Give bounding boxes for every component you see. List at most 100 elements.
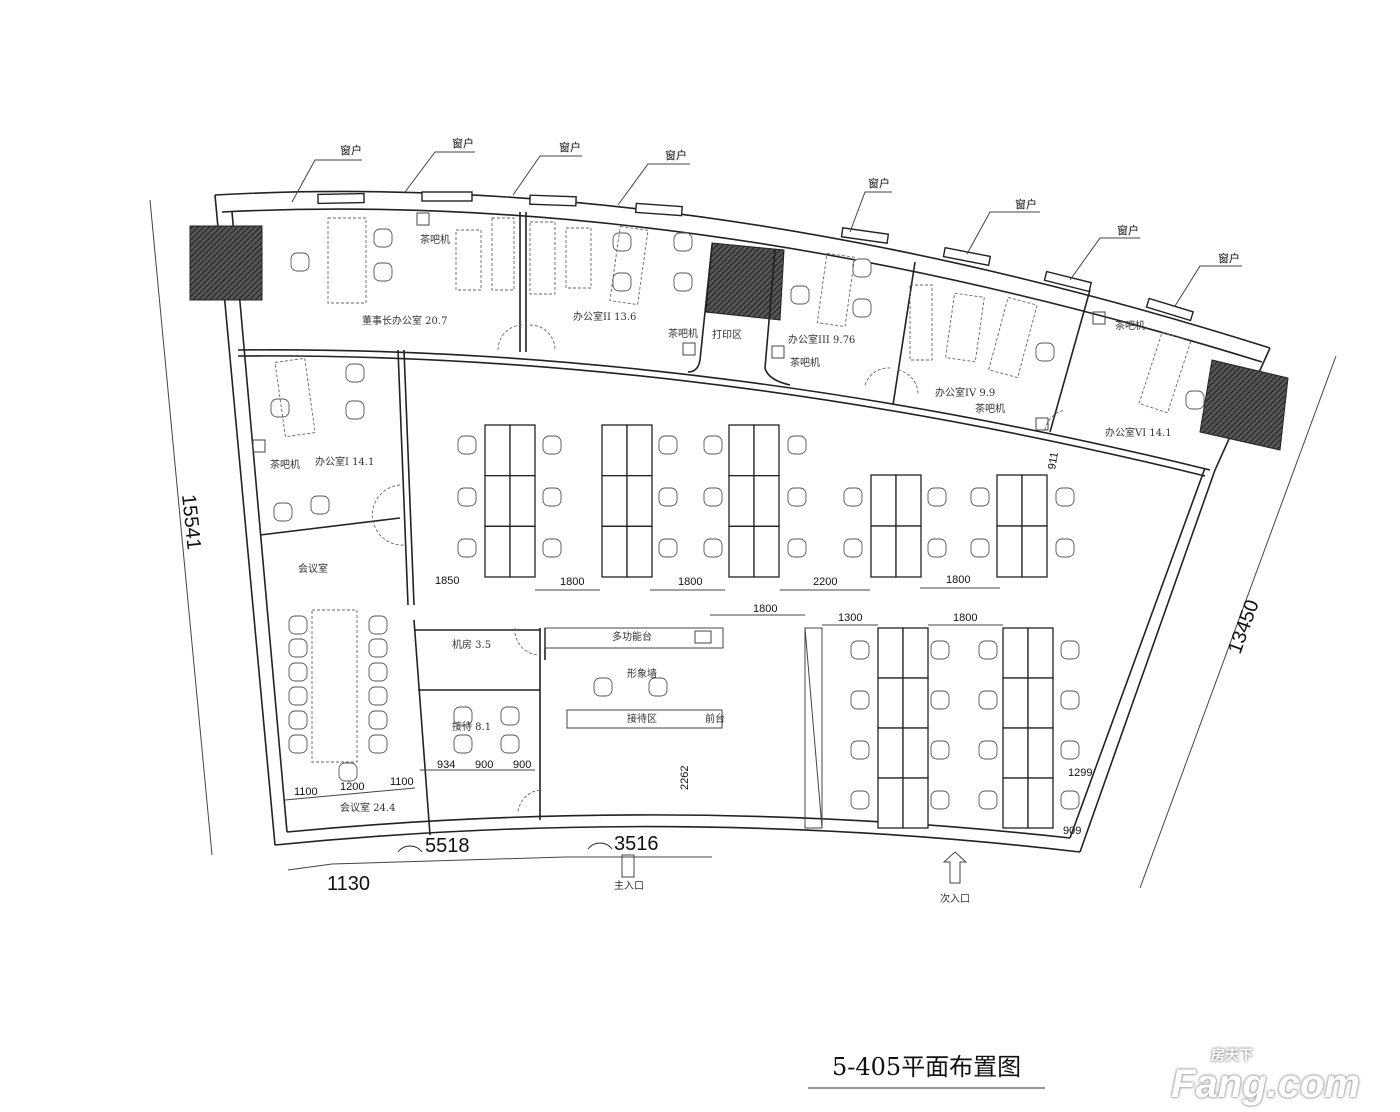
chair [927, 487, 947, 507]
tea-machine-labels: 茶吧机 茶吧机 茶吧机 茶吧机 茶吧机 茶吧机 [252, 212, 1145, 471]
chair [978, 690, 998, 710]
chair [373, 228, 393, 248]
tea-machine-label: 茶吧机 [1115, 319, 1145, 332]
chair [288, 662, 308, 682]
workstation-desk [1027, 677, 1054, 729]
tea-machine-label: 茶吧机 [668, 327, 698, 340]
workstation-desk [601, 424, 628, 477]
watermark-en: Fang.com [1171, 1062, 1360, 1106]
tea-machine-label: 茶吧机 [270, 458, 300, 471]
chair [270, 398, 290, 418]
workstation-desk [1027, 727, 1054, 779]
chair [978, 640, 998, 660]
workstation-desk [753, 525, 780, 578]
chair [930, 790, 950, 810]
dim-label: 1800 [946, 574, 970, 586]
chair [1060, 690, 1080, 710]
cabinet [455, 229, 482, 291]
chair [843, 538, 863, 558]
structural-columns [189, 225, 1289, 451]
chair [658, 538, 678, 558]
workstation-desk [996, 525, 1023, 578]
chair [290, 252, 310, 272]
chairman-desk [327, 217, 367, 304]
dim-label: 15541 [177, 493, 205, 551]
label-side-entrance: 次入口 [940, 892, 970, 905]
room-label-meeting: 会议室 24.4 [340, 801, 395, 814]
label-image-wall: 形象墙 [627, 667, 657, 680]
chair [930, 690, 950, 710]
workstation-desk [877, 677, 904, 729]
chair [288, 638, 308, 658]
chair [368, 734, 388, 754]
tea-machine-label: 茶吧机 [975, 402, 1005, 415]
chair [850, 690, 870, 710]
chair [648, 677, 668, 697]
room-label-meeting-top: 会议室 [298, 562, 328, 575]
desk [816, 252, 856, 328]
chair [288, 686, 308, 706]
room-label-office-3: 办公室III 9.76 [788, 333, 855, 346]
chair [542, 538, 562, 558]
chair [612, 232, 632, 252]
conference-table [311, 609, 358, 763]
dim-label: 1100 [390, 776, 414, 788]
window-label: 窗户 [559, 140, 581, 154]
chair [368, 615, 388, 635]
dim-label: 2262 [679, 766, 691, 790]
drawing-title: 5-405平面布置图 [832, 1053, 1021, 1081]
chair [843, 487, 863, 507]
workstation-desk [895, 474, 922, 527]
office-furniture [274, 217, 1192, 763]
dim-label: 2200 [813, 576, 837, 588]
chair [850, 790, 870, 810]
table [945, 292, 985, 363]
window-label: 窗户 [665, 148, 687, 162]
dim-label: 1850 [435, 575, 459, 587]
tea-machine-label: 茶吧机 [790, 356, 820, 369]
chair [453, 706, 473, 726]
window-label: 窗户 [340, 143, 362, 157]
chair [978, 790, 998, 810]
chair [790, 285, 810, 305]
window-label: 窗户 [1218, 251, 1240, 265]
desk [274, 357, 316, 438]
chair [850, 740, 870, 760]
chair [542, 487, 562, 507]
chair [345, 400, 365, 420]
watermark-logo: 房天下 Fang.com [1171, 1048, 1360, 1104]
chair [288, 710, 308, 730]
chair [457, 538, 477, 558]
chair [368, 710, 388, 730]
workstation-desk [902, 677, 929, 729]
chair [658, 487, 678, 507]
desk [1138, 331, 1192, 414]
workstation-desk [1002, 677, 1029, 729]
dim-label: 911 [1046, 451, 1061, 470]
workstation-desk [509, 424, 536, 477]
tea-machine-label: 茶吧机 [420, 233, 450, 246]
workstation-desk [1002, 777, 1029, 829]
chair [373, 262, 393, 282]
workstation-desk [626, 475, 653, 527]
workstation-desk [484, 424, 511, 477]
chair [1060, 790, 1080, 810]
workstation-desk [877, 777, 904, 829]
dim-label: 934 [437, 759, 455, 771]
workstation-desk [870, 525, 897, 578]
chair [288, 734, 308, 754]
workstation-desks [484, 424, 1054, 829]
chair [500, 734, 520, 754]
sofa [491, 217, 515, 291]
label-front-desk: 前台 [705, 712, 725, 725]
chair [310, 495, 330, 515]
chair [852, 298, 872, 318]
counters [544, 627, 823, 829]
watermark-cn: 房天下 [1211, 1047, 1254, 1063]
room-label-server: 机房 3.5 [452, 638, 491, 651]
workstation-desk [728, 424, 755, 477]
chair [1055, 538, 1075, 558]
dim-label: 1100 [294, 786, 318, 798]
chair [368, 662, 388, 682]
